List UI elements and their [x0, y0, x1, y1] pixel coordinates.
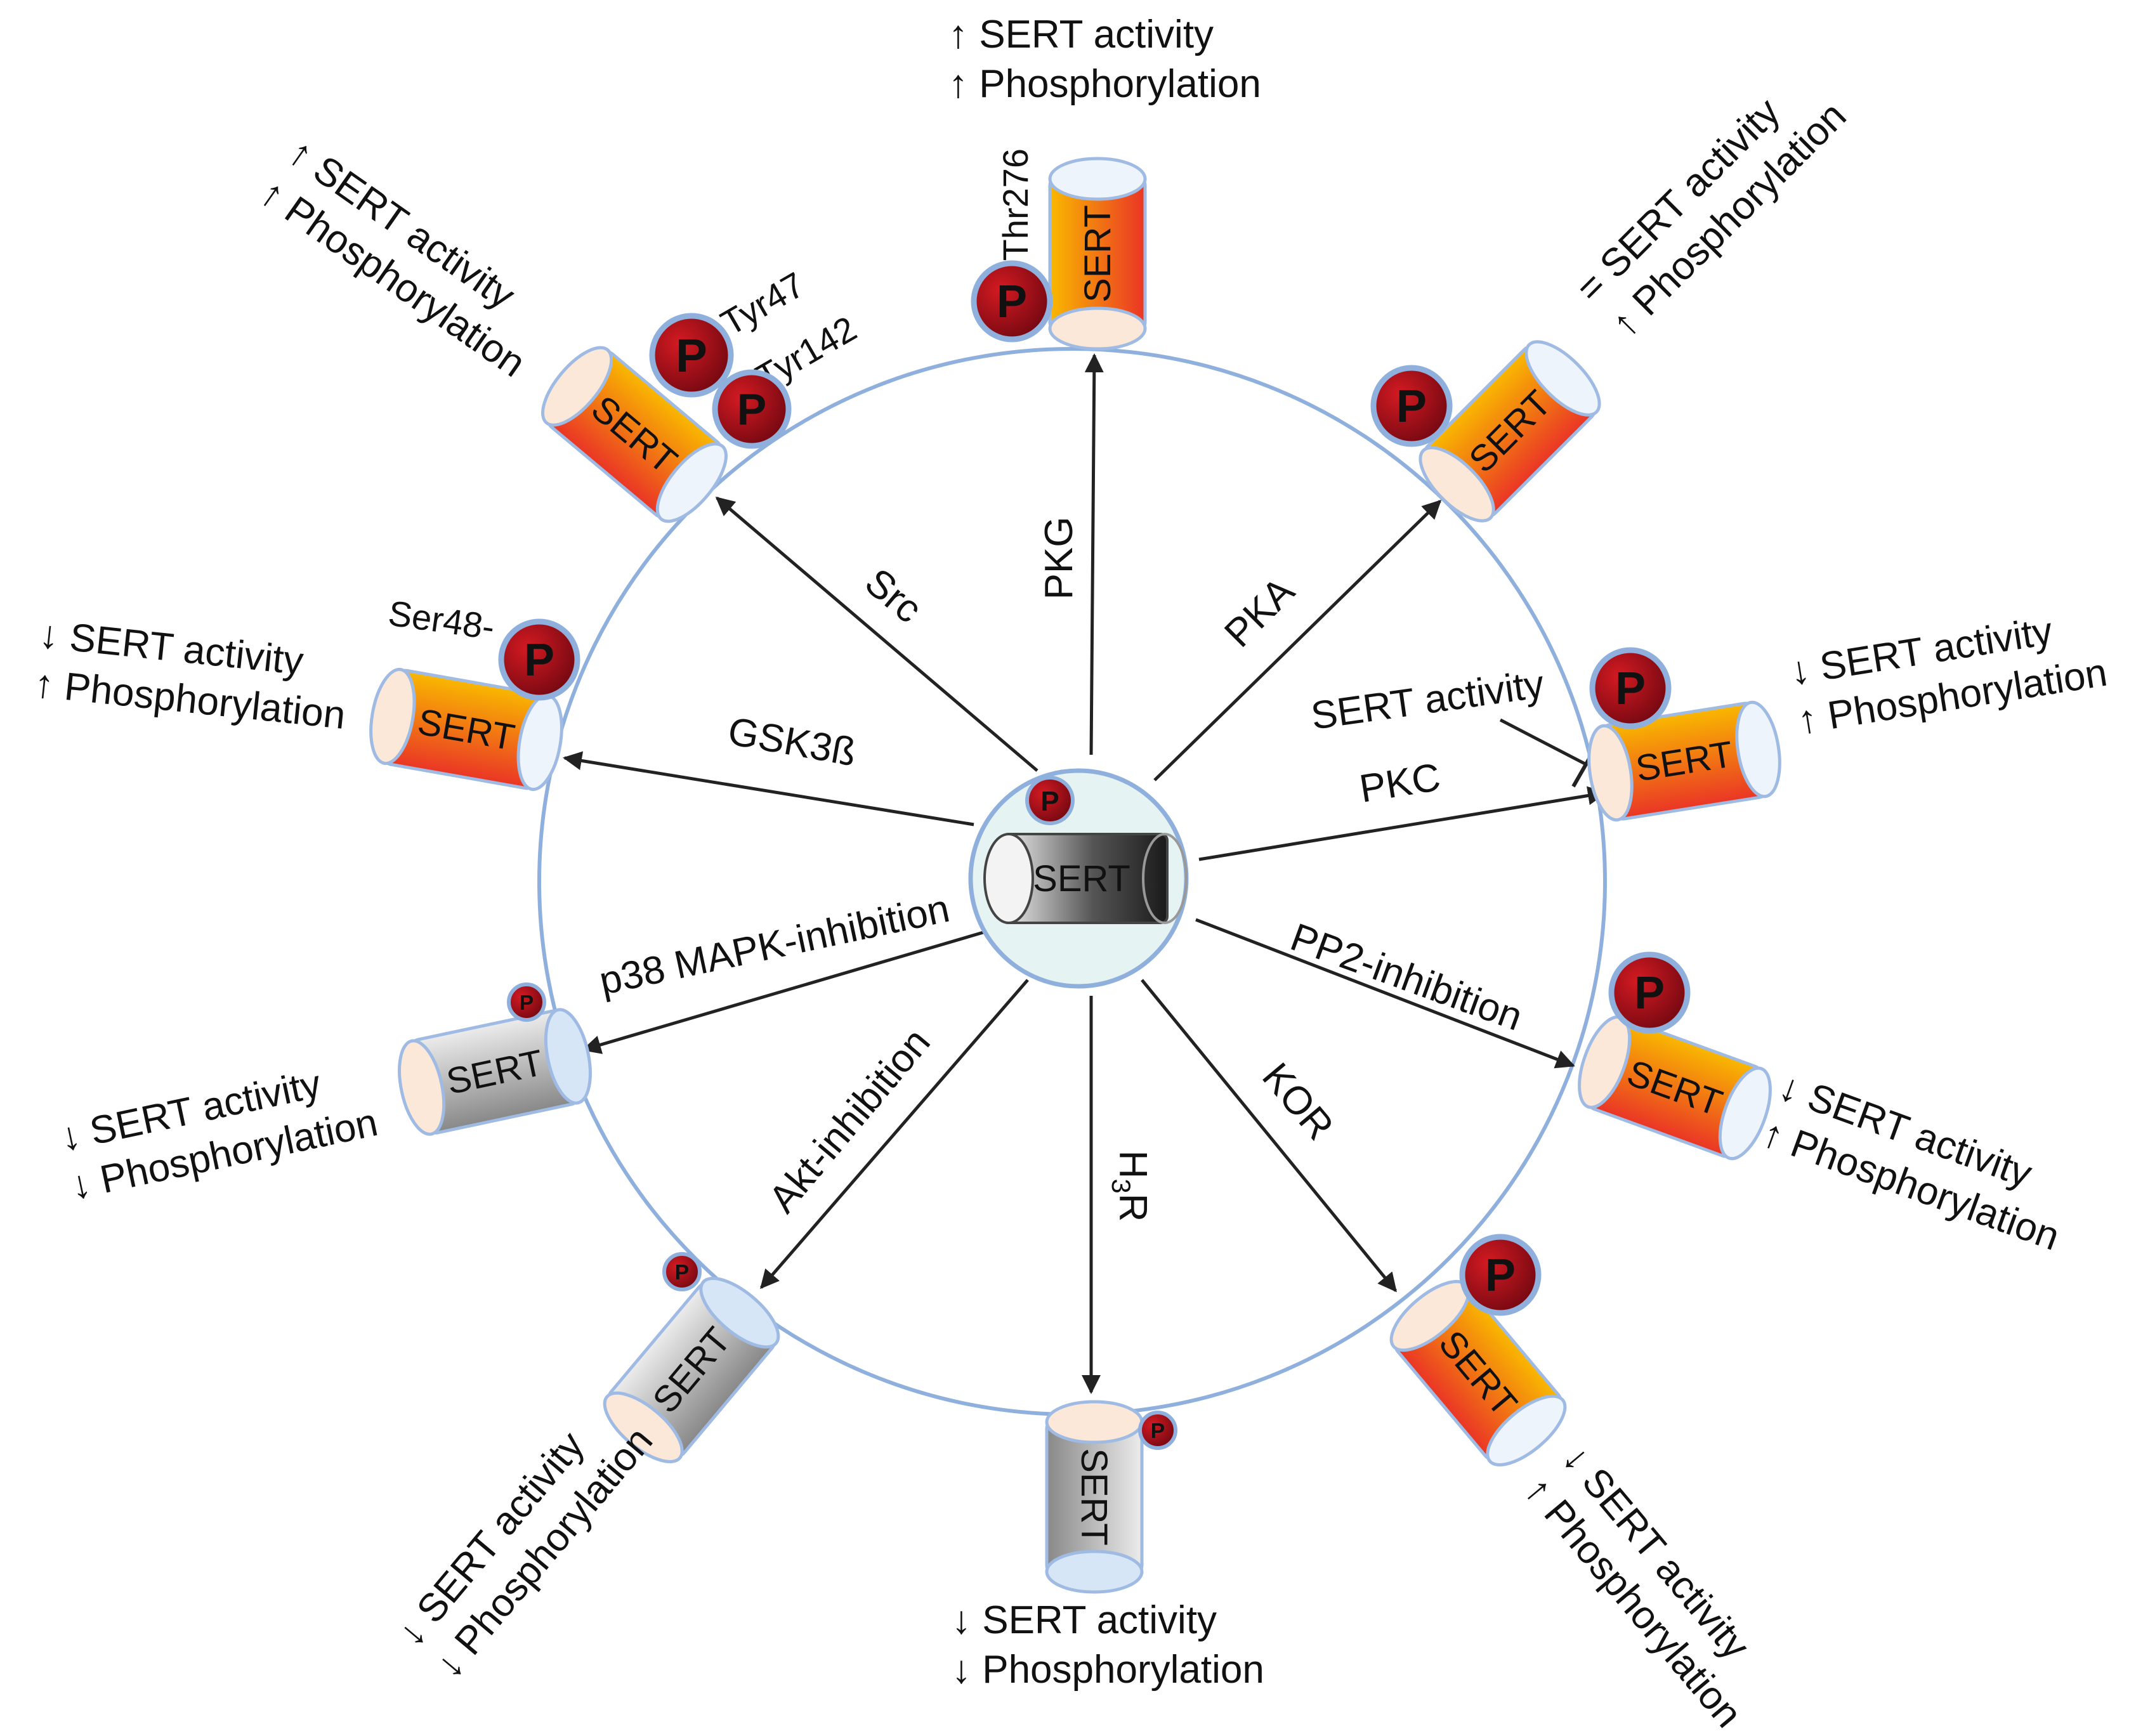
- kinase-label: p38 MAPK-inhibition: [596, 887, 953, 1003]
- phospho-letter: P: [524, 635, 554, 686]
- inhibition-line: [1499, 718, 1587, 766]
- sert-label: SERT: [1073, 1448, 1115, 1546]
- effect-block: ↑ SERT activity↑ Phosphorylation: [252, 130, 533, 386]
- sert-end: [541, 346, 613, 427]
- arrow-pkg: [1084, 353, 1104, 755]
- center-phospho-letter: P: [1040, 786, 1059, 817]
- kinase-label: PKA: [1216, 569, 1303, 656]
- phospho-letter: P: [997, 277, 1027, 327]
- effect-block: = SERT activity↑ Phosphorylation: [1568, 90, 1854, 346]
- phospho-badge: [1608, 951, 1691, 1034]
- sert-end: [1045, 1550, 1144, 1594]
- arrow-akt-inhibition: [760, 979, 1029, 1289]
- phospho-badge: [971, 260, 1053, 343]
- kinase-label: Akt-inhibition: [761, 1021, 939, 1221]
- sert-transporter: SERT: [398, 1008, 592, 1136]
- sert-transporter: SERT: [1587, 700, 1781, 822]
- center-sert-end-left: [983, 833, 1034, 924]
- sert-transporter: SERT: [1048, 157, 1147, 351]
- phospho-letter: P: [520, 991, 534, 1015]
- effect-block: ↑ SERT activity ↑ Phosphorylation: [948, 13, 1261, 106]
- arrow-gsk3-: [563, 751, 974, 826]
- kinase-label: H3R: [1106, 1151, 1155, 1222]
- center-phospho-badge: [1025, 776, 1075, 825]
- sert-end: [699, 1277, 780, 1349]
- sert-transporter: SERT: [1419, 340, 1601, 523]
- kinase-label: PP2-inhibition: [1285, 915, 1528, 1040]
- arrow-pp2-inhibition: [1195, 918, 1575, 1069]
- kinase-label: Src: [856, 560, 930, 632]
- phosphorylation-effect: ↑ Phosphorylation: [948, 62, 1261, 106]
- arrow-p38-mapk-inhibition: [582, 930, 984, 1054]
- sert-transporter: SERT: [541, 346, 728, 523]
- kinase-label: PKC: [1356, 755, 1443, 811]
- sert-end: [1045, 1400, 1144, 1444]
- phospho-badge: [662, 1252, 702, 1291]
- sert-end: [398, 1039, 446, 1136]
- effect-block: ↓ SERT activity ↓ Phosphorylation: [952, 1598, 1264, 1692]
- sert-end: [1587, 724, 1634, 822]
- phospho-badge: [1370, 365, 1453, 447]
- phospho-letter: P: [675, 1261, 689, 1284]
- sert-transporter: SERT: [1389, 1280, 1567, 1466]
- sert-end: [369, 667, 416, 766]
- effect-block: ↓ SERT activity↑ Phosphorylation: [1757, 1064, 2066, 1259]
- sert-transporter: SERT: [1045, 1400, 1144, 1594]
- sert-end: [1524, 340, 1601, 417]
- phospho-letter: P: [1485, 1250, 1516, 1301]
- phospho-letter: P: [1151, 1419, 1165, 1443]
- activity-effect: ↓ SERT activity: [952, 1598, 1217, 1642]
- arrow-kor: [1141, 979, 1397, 1293]
- sert-transporter: SERT: [603, 1277, 780, 1463]
- phospho-letter: P: [1634, 968, 1665, 1019]
- kinase-label: PKG: [1037, 517, 1081, 600]
- center-sert: SERT P: [968, 768, 1189, 989]
- effect-block: ↓ SERT activity↑ Phosphorylation: [32, 612, 347, 738]
- phospho-badge: [507, 982, 546, 1022]
- kinase-label: GSK3ß: [724, 709, 859, 774]
- sert-transporter: SERT: [1578, 1015, 1772, 1161]
- phospho-badge: [1589, 647, 1672, 729]
- arrow-pka: [1153, 499, 1442, 781]
- effect-block: ↓ SERT activity↑ Phosphorylation: [1786, 609, 2110, 743]
- phospho-badge: [1138, 1411, 1177, 1450]
- phospho-badge: [1459, 1234, 1542, 1316]
- sert-end: [1419, 446, 1495, 523]
- activity-effect: ↑ SERT activity: [948, 13, 1214, 56]
- arrows-layer: [563, 353, 1607, 1394]
- sert-end: [1718, 1066, 1772, 1161]
- phospho-badge: [712, 369, 792, 449]
- phospho-letter: P: [737, 384, 766, 434]
- phospho-site-label: -Thr276: [995, 148, 1035, 273]
- center-sert-label: SERT: [1033, 858, 1130, 899]
- phospho-site-label: Ser48-: [386, 592, 497, 647]
- arrow-pkc: [1198, 786, 1607, 861]
- phospho-letter: P: [1615, 663, 1646, 714]
- phosphorylation-effect: ↓ Phosphorylation: [952, 1648, 1264, 1692]
- sert-end: [1048, 157, 1147, 201]
- phospho-letter: P: [676, 329, 707, 382]
- sert-end: [1486, 1394, 1567, 1466]
- sert-units-layer: SERTPSERTPSERTPSERTPSERTPSERTPSERTPSERTP…: [369, 157, 1781, 1594]
- sert-transporter: SERT: [369, 667, 563, 792]
- phospho-badge: [498, 618, 580, 701]
- center-sert-end-right: [1142, 833, 1188, 924]
- sert-end: [603, 1391, 684, 1463]
- phospho-letter: P: [1396, 381, 1427, 432]
- sert-end: [544, 1008, 592, 1105]
- sert-end: [1735, 700, 1781, 799]
- effect-block: ↓ SERT activity↓ Phosphorylation: [389, 1419, 661, 1687]
- arrow-src: [715, 497, 1039, 772]
- sert-end: [1048, 306, 1147, 351]
- sert-label: SERT: [1077, 205, 1118, 303]
- effect-block: ↓ SERT activity↓ Phosphorylation: [56, 1062, 382, 1208]
- sert-end: [655, 442, 728, 523]
- effect-block: ↓ SERT activity↑ Phosphorylation: [1516, 1437, 1758, 1736]
- phospho-badge: [649, 313, 734, 398]
